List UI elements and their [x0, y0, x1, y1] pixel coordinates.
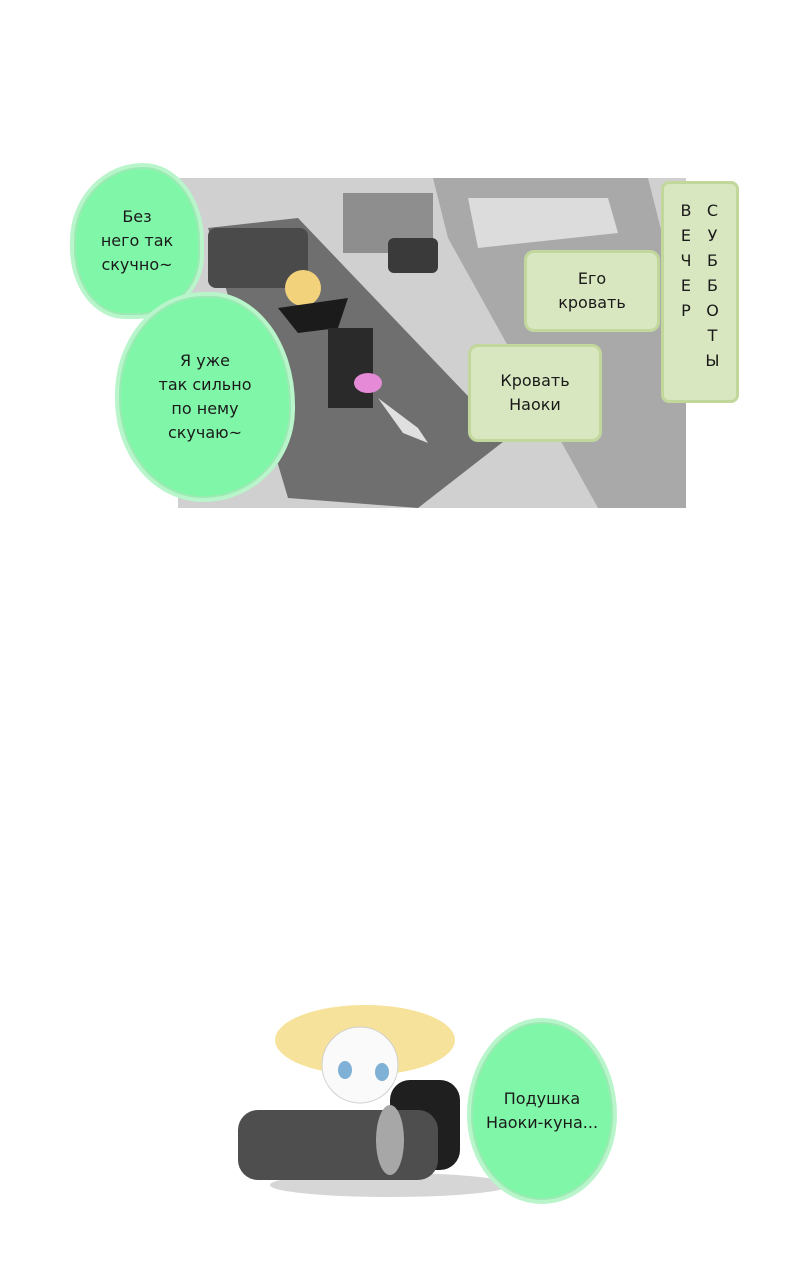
- pillow-drawing: [238, 1005, 510, 1197]
- caption-letter: Т: [707, 326, 718, 345]
- caption-letter: В: [680, 201, 692, 220]
- caption-letter: С: [706, 201, 719, 220]
- speech-bubble-pillow: Подушка Наоки-куна...: [467, 1018, 617, 1204]
- caption-column-saturday: С У Б Б О Т Ы: [705, 198, 719, 400]
- speech-bubble-bored: Без него так скучно~: [70, 163, 204, 319]
- label-naoki-bed: Кровать Наоки: [468, 344, 602, 442]
- caption-letter: Р: [681, 301, 691, 320]
- caption-saturday-evening: В Е Ч Е Р С У Б Б О Т Ы: [661, 181, 739, 403]
- bottom-illustration-panel: [230, 1000, 550, 1200]
- room-drawing: [178, 178, 686, 508]
- caption-letter: Ы: [705, 351, 720, 370]
- caption-letter: Е: [680, 226, 691, 245]
- caption-letter: Ч: [680, 251, 692, 270]
- caption-letter: Е: [680, 276, 691, 295]
- caption-column-evening: В Е Ч Е Р: [680, 198, 691, 400]
- caption-letter: О: [706, 301, 719, 320]
- caption-letter: Б: [706, 251, 718, 270]
- caption-letter: Б: [706, 276, 718, 295]
- top-illustration-panel: [178, 178, 686, 508]
- caption-letter: У: [707, 226, 718, 245]
- speech-bubble-miss: Я уже так сильно по нему скучаю~: [115, 292, 295, 502]
- label-his-bed: Его кровать: [524, 250, 660, 332]
